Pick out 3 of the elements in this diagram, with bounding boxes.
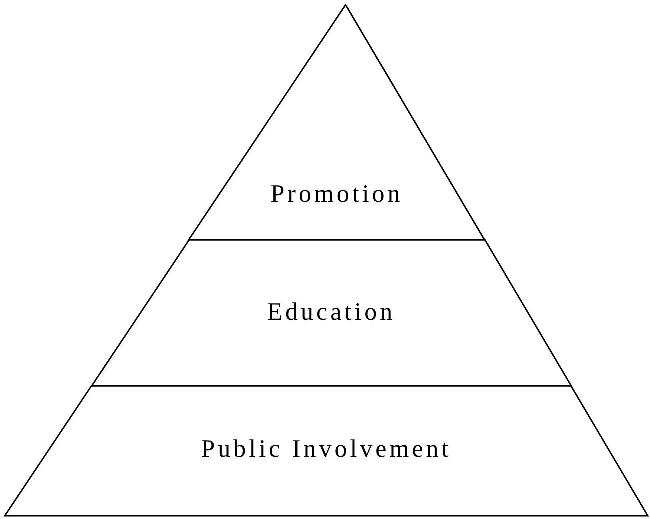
tier-label: Public Involvement xyxy=(201,437,452,462)
tier-label: Promotion xyxy=(270,182,404,207)
tier-label: Education xyxy=(267,300,396,325)
